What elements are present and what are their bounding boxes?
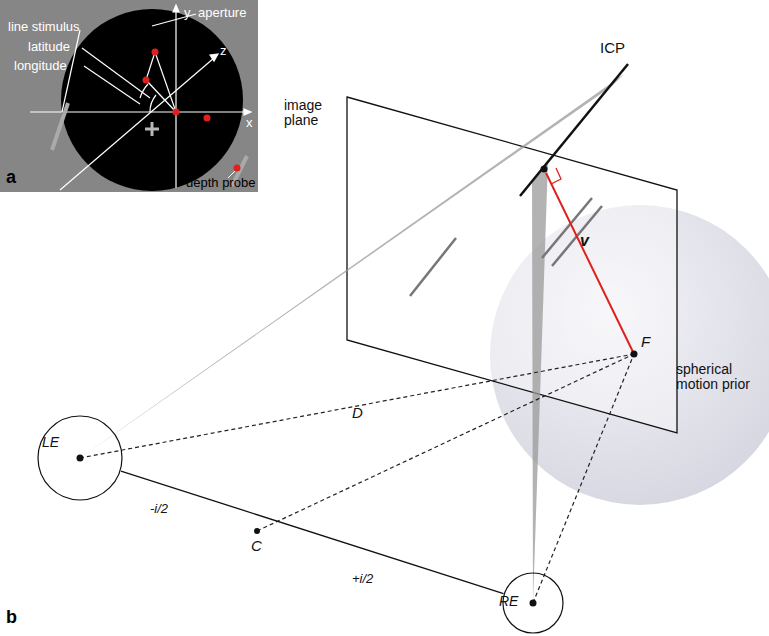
label: +i/2 — [352, 572, 373, 586]
label: latitude — [28, 40, 70, 54]
label: line stimulus — [8, 20, 80, 34]
label: y — [184, 6, 191, 20]
baseline — [121, 471, 504, 593]
inset-panel — [0, 0, 258, 192]
label: x — [246, 116, 253, 130]
label: longitude — [14, 59, 67, 73]
v-vector — [546, 173, 634, 354]
eye-outline — [37, 415, 123, 501]
label: F — [641, 334, 650, 351]
label: aperture — [198, 6, 246, 20]
aperture-disc — [61, 9, 243, 191]
eye-circle: RE — [502, 572, 564, 634]
label: z — [220, 44, 227, 58]
line-stimulus — [52, 103, 68, 150]
label: spherical motion prior — [676, 362, 766, 393]
label: ICP — [600, 40, 625, 57]
label: v — [580, 232, 589, 250]
label: image plane — [284, 98, 344, 129]
label: depth probe — [186, 176, 255, 190]
eye-circle: LE — [37, 415, 123, 501]
label: a — [6, 168, 16, 188]
label: -i/2 — [150, 502, 168, 516]
label: b — [6, 608, 17, 628]
eye-label: RE — [499, 593, 518, 609]
image-plane — [347, 97, 677, 433]
label: C — [251, 538, 262, 555]
eye-label: LE — [42, 434, 59, 450]
label: D — [352, 405, 363, 422]
icp-line — [520, 64, 628, 196]
